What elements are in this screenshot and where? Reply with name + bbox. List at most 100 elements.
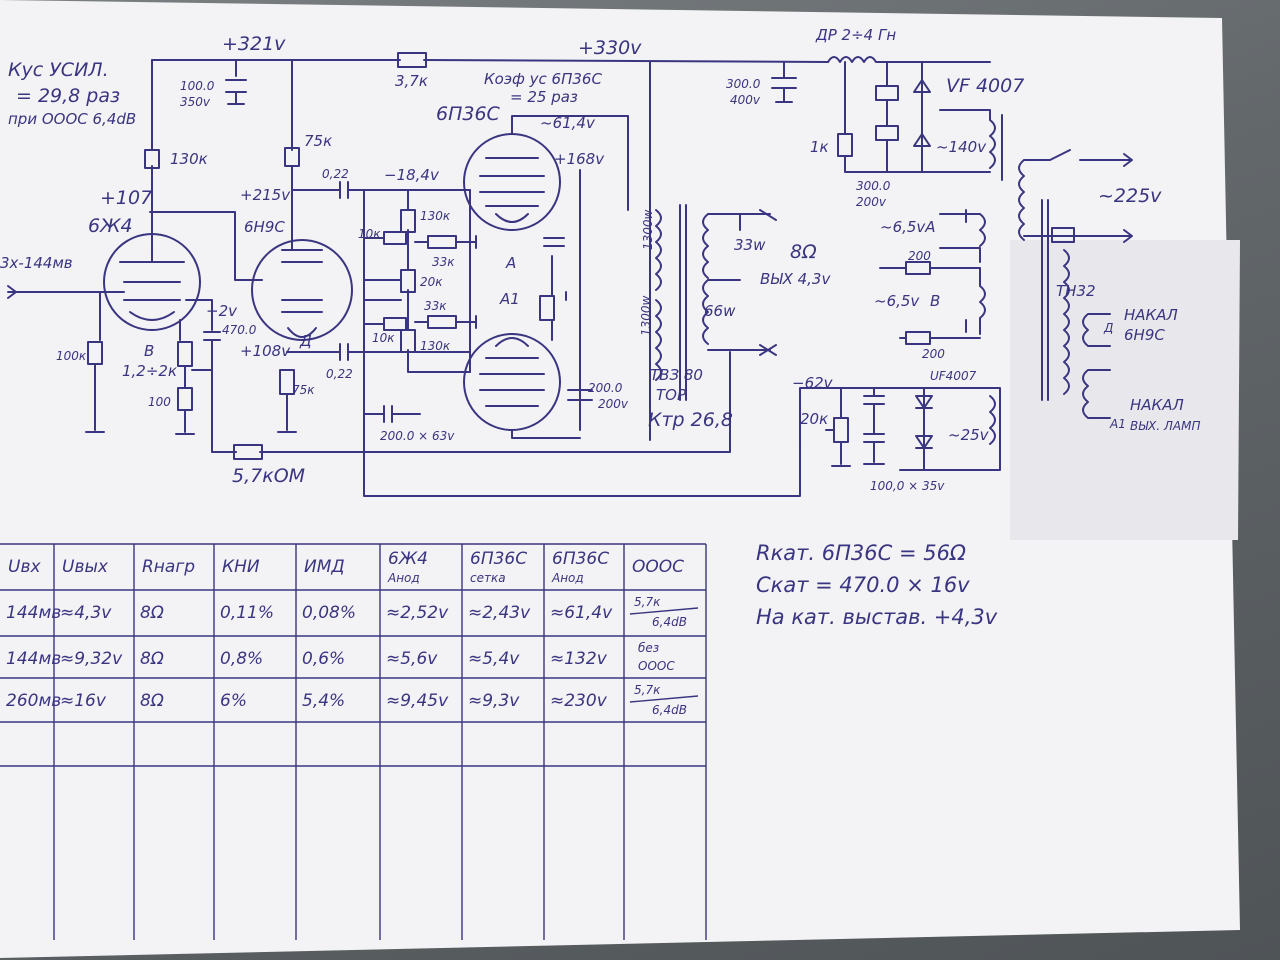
table-cell: 144мв (6, 603, 61, 623)
label-r12: 1,2÷2к (122, 362, 177, 380)
table-cell: ≈230v (550, 691, 608, 711)
capacitor-0-22-bottom (286, 343, 471, 361)
label-r130b: 130к (420, 209, 451, 223)
resistor-3-7k (397, 52, 427, 68)
table-cell: ≈4,3v (60, 603, 112, 623)
table-cell: ≈61,4v (550, 603, 613, 623)
label-r20: 20к (420, 275, 443, 289)
label-tv2: ТОР (656, 386, 687, 404)
label-heater-d-1: Д (299, 332, 312, 350)
table-header-cell-sub: сетка (470, 571, 506, 585)
table-cell: 0,11% (220, 603, 274, 623)
label-nakal2b: ВЫХ. ЛАМП (1130, 419, 1201, 433)
label-v2: +2v (206, 302, 238, 320)
label-diode2: UF4007 (930, 369, 977, 383)
label-c022b: 0,22 (326, 367, 353, 381)
resistor-75k-anode (284, 147, 300, 167)
label-tv1: ТВЗ 80 (650, 366, 703, 384)
label-heater-a: A (505, 254, 516, 272)
label-c470: 470.0 (222, 323, 257, 337)
table-header-cell: 6Ж4 (388, 549, 428, 569)
output-cathode-network (539, 169, 593, 431)
paper-shadow-pane (1010, 240, 1240, 540)
label-r57: 5,7кОМ (232, 465, 305, 487)
label-r10a: 10к (358, 227, 381, 241)
label-w66: 66w (704, 302, 736, 320)
table-cell-sub: ОООС (638, 659, 675, 673)
heater-windings (879, 209, 986, 345)
gain-note-line3: при ОООС 6,4dB (8, 110, 136, 128)
table-cell: 0,6% (302, 649, 345, 669)
gain-note: Кус УСИЛ. = 29,8 раз при ОООС 6,4dB (8, 59, 136, 128)
supply-rails (149, 59, 829, 441)
table-cell: без (638, 641, 659, 655)
ground-1 (85, 363, 105, 433)
label-c200x63: 200.0 × 63v (380, 429, 455, 443)
label-hb: В (930, 292, 940, 310)
resistor-130k-anode (144, 149, 160, 169)
feedback-line (235, 351, 731, 453)
mains-transformer (1018, 149, 1133, 419)
label-r130c: 130к (420, 339, 451, 353)
table-cell: 8Ω (140, 691, 164, 711)
label-input: 3х-144мв (0, 254, 73, 272)
label-tn: ТН32 (1056, 282, 1096, 300)
table-cell: 0,08% (302, 603, 356, 623)
note-cathode-resistor: Rкат. 6П36С = 56Ω (756, 541, 966, 565)
table-cell-sub: 6,4dB (652, 615, 687, 629)
table-cell: ≈2,52v (386, 603, 449, 623)
tube-6p36s-upper (463, 115, 629, 231)
table-header-cell-sub: Анод (551, 571, 584, 585)
label-c300: 300.0 (726, 77, 761, 91)
label-r130a: 130к (170, 150, 208, 168)
label-v168: +168v (554, 150, 605, 168)
table-cell: 5,4% (302, 691, 345, 711)
label-r10b: 10к (372, 331, 395, 345)
table-header-cell: Rнагр (142, 557, 195, 577)
label-w1300a: 1300w (641, 209, 655, 250)
label-3-7k: 3,7к (395, 72, 428, 90)
label-diode1: VF 4007 (946, 75, 1024, 97)
label-c022a: 0,22 (322, 167, 349, 181)
label-c300b: 300.0 (856, 179, 891, 193)
label-out-v: ВЫХ 4,3v (760, 270, 831, 288)
table-cell: ≈16v (60, 691, 107, 711)
label-nakal2: НАКАЛ (1130, 396, 1184, 414)
label-tube-6p36s: 6П36С (436, 103, 501, 125)
label-heater-a1: A1 (499, 290, 520, 308)
label-tube-6n9s: 6Н9С (244, 218, 285, 236)
table-cell: 0,8% (220, 649, 263, 669)
table-header-cell: ОООС (632, 557, 684, 577)
label-na1: A1 (1109, 417, 1126, 431)
label-r100: 100 (148, 395, 171, 409)
capacitor-100uf (225, 79, 247, 105)
label-r20b: 20к (800, 410, 828, 428)
label-v321: +321v (222, 33, 286, 55)
output-transformer (655, 204, 777, 401)
label-w1300b: 1300w (639, 295, 653, 336)
label-nakal1: НАКАЛ (1124, 306, 1178, 324)
label-choke: ДР 2÷4 Гн (815, 26, 896, 44)
tube-6n9s (251, 239, 353, 341)
label-r1k: 1к (810, 138, 829, 156)
table-header-cell: 6П36С (470, 549, 527, 569)
ground-2 (277, 393, 297, 433)
label-v61: ~61,4v (540, 114, 596, 132)
table-cell-divider (629, 695, 699, 703)
table-header-cell-sub: Анод (387, 571, 420, 585)
label-r100k: 100к (56, 349, 87, 363)
label-nakal1b: 6Н9С (1124, 326, 1165, 344)
label-c200v: 200v (598, 397, 629, 411)
label-coef-1: Коэф ус 6П36С (484, 70, 602, 88)
note-cathode-capacitor: Скат = 470.0 × 16v (756, 573, 970, 597)
table-cell: 8Ω (140, 649, 164, 669)
label-r200b: 200 (922, 347, 945, 361)
table-cell: ≈132v (550, 649, 608, 669)
table-cell: 8Ω (140, 603, 164, 623)
table-cell: ≈5,6v (386, 649, 438, 669)
label-c1: 100.0 (180, 79, 215, 93)
label-r33a: 33к (432, 255, 455, 269)
table-header-cell: 6П36С (552, 549, 609, 569)
table-cell: 5,7к (634, 595, 661, 609)
